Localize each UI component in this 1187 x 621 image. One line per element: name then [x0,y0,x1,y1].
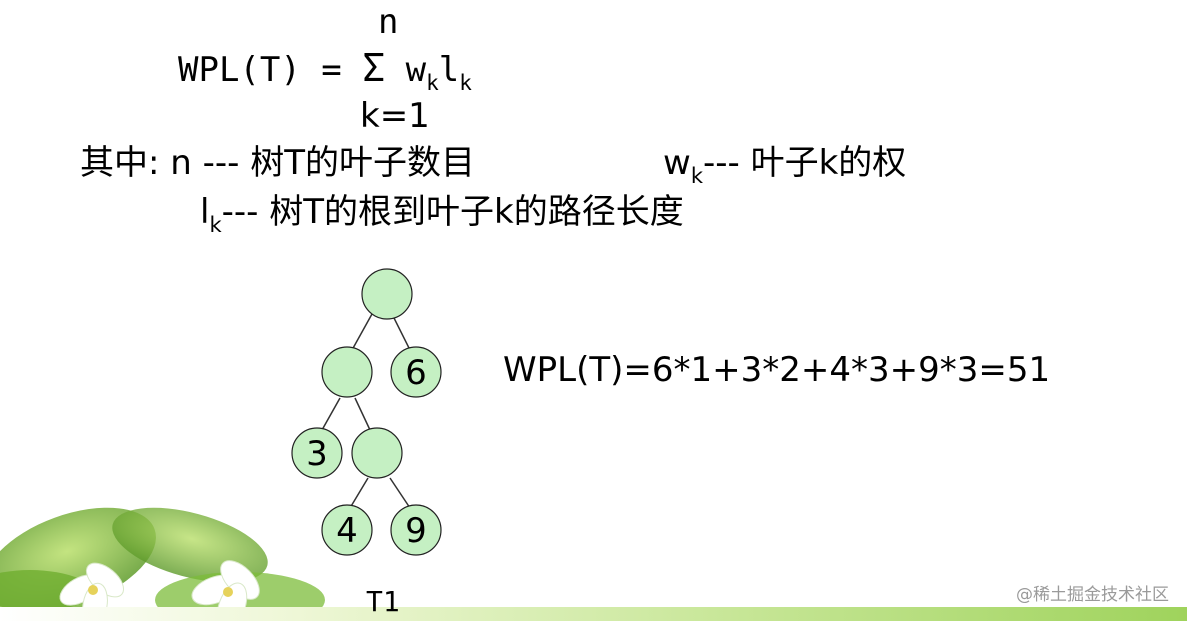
sum-upper-limit: n [378,2,399,42]
def-w-sub: k [690,164,703,188]
def-w-text: --- 叶子k的权 [702,143,907,183]
sigma-symbol: Σ [362,46,386,90]
edge-root-n6 [391,313,411,351]
formula-lhs: WPL(T) = [178,50,342,90]
watermark: @稀土掘金技术社区 [1016,585,1169,605]
node-label-3: 3 [306,434,328,474]
bottom-gradient-band [0,607,1187,621]
edge-inner-n9 [389,477,411,509]
edge-left-inner [354,397,371,431]
tree-node-4 [321,504,373,556]
formula-l-sub: k [459,71,472,95]
def-l-text: --- 树T的根到叶子k的路径长度 [221,192,684,232]
sum-lower-limit: k=1 [360,96,430,136]
def-l-sub: k [209,213,222,237]
definition-w: wk--- 叶子k的权 [663,143,906,196]
definition-l: lk--- 树T的根到叶子k的路径长度 [200,192,684,245]
def-w: w [663,143,691,183]
node-label-4: 4 [336,511,358,551]
node-label-6: 6 [405,353,427,393]
tree-caption: T1 [366,585,400,618]
edge-left-n3 [321,397,341,431]
wpl-result: WPL(T)=6*1+3*2+4*3+9*3=51 [503,350,1051,390]
edge-inner-n4 [349,477,369,509]
tree-node-9 [390,504,442,556]
formula-w-sub: k [426,71,439,95]
tree-node-inner [351,427,403,479]
tree-node-3 [291,427,343,479]
def-l: l [200,192,210,232]
formula-w: w [405,50,427,90]
definition-n: 其中: n --- 树T的叶子数目 [80,143,476,183]
node-label-9: 9 [405,511,427,551]
tree-node-root [361,268,413,320]
wpl-formula: WPL(T) = Σ wklk [178,48,472,103]
formula-l: l [438,50,460,90]
tree-node-6 [390,346,442,398]
tree-node-left [321,346,373,398]
edge-root-left [351,313,373,351]
